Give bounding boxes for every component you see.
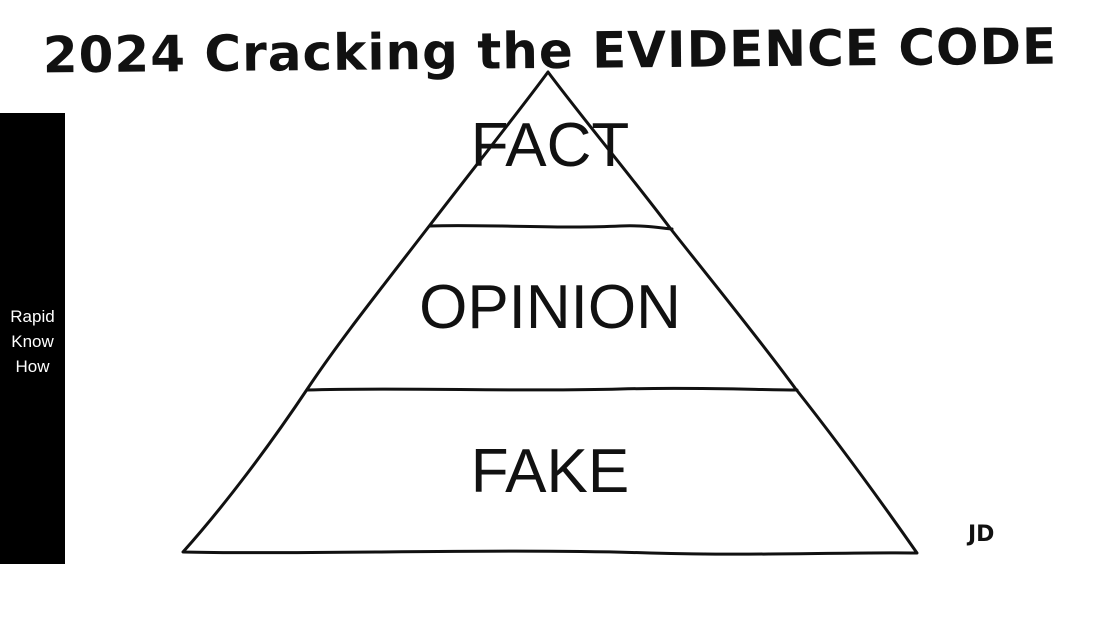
tier-divider-2 xyxy=(305,386,799,392)
tier-label-fact: FACT xyxy=(470,111,630,180)
sidebar-line-2: Know xyxy=(11,332,54,351)
sidebar-line-1: Rapid xyxy=(10,307,55,326)
sidebar-band xyxy=(0,113,65,564)
tier-divider-1 xyxy=(428,224,674,231)
tier-label-fake: FAKE xyxy=(470,437,630,506)
sidebar-line-3: How xyxy=(15,357,50,376)
pyramid-outline xyxy=(181,70,919,556)
signature: JD xyxy=(968,522,995,547)
sidebar-label: Rapid Know How xyxy=(0,304,65,379)
tier-label-opinion: OPINION xyxy=(419,273,681,342)
